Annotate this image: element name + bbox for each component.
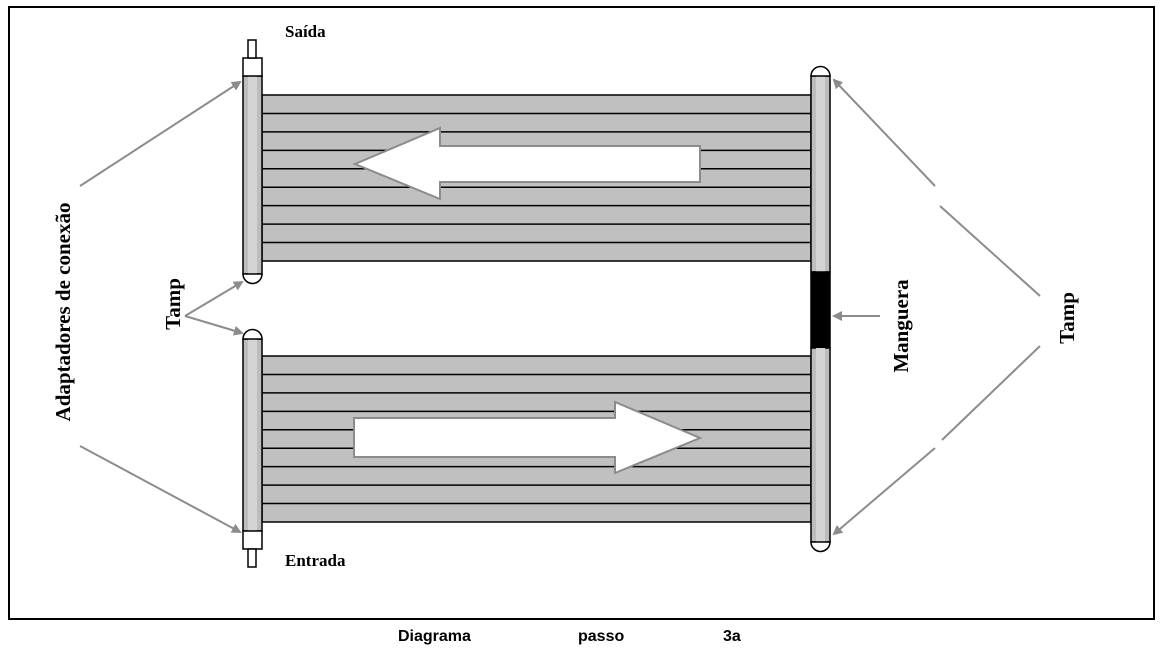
outlet-adapter-nozzle (247, 39, 257, 59)
right-header-assembly (810, 65, 831, 553)
pointer-cap-lower-right-lead (941, 345, 1041, 441)
upper-left-cap (242, 273, 263, 285)
diagram-caption: Diagrama passo 3a (0, 628, 1160, 650)
flow-arrow-left (352, 126, 701, 201)
connectors-label: Adaptadores de conexão (51, 203, 75, 422)
pointer-connector-inlet (79, 445, 242, 533)
caption-word-3: 3a (723, 628, 741, 645)
lower-right-cap (810, 541, 831, 553)
cap-label-right: Tamp (1055, 292, 1079, 344)
hose-label: Manguera (889, 279, 913, 373)
pointer-cap-upper-left (184, 280, 244, 317)
upper-right-cap (810, 65, 831, 77)
upper-panel-body (261, 94, 812, 262)
flow-arrow-right (353, 400, 703, 475)
caption-word-2: passo (578, 628, 625, 645)
outlet-label: Saída (285, 22, 326, 41)
pointer-cap-upper-right-lead (939, 205, 1041, 297)
pointer-cap-upper-right (832, 78, 936, 187)
upper-left-header-inner (248, 76, 257, 274)
pointer-connector-outlet (79, 80, 242, 187)
caption-word-1: Diagrama (398, 628, 471, 645)
pointer-cap-lower-right (832, 447, 936, 536)
inlet-adapter-nozzle (247, 548, 257, 568)
upper-panel-tubes (262, 112, 811, 244)
lower-left-header-inner (248, 339, 257, 531)
lower-left-cap (242, 328, 263, 340)
pointer-cap-lower-left (184, 315, 244, 336)
connecting-hose (810, 271, 831, 349)
diagram-frame (8, 6, 1155, 620)
cap-label-left: Tamp (161, 278, 185, 330)
inlet-label: Entrada (285, 551, 346, 570)
inlet-adapter-collar (242, 530, 263, 550)
outlet-adapter-collar (242, 57, 263, 77)
upper-panel (242, 39, 812, 285)
